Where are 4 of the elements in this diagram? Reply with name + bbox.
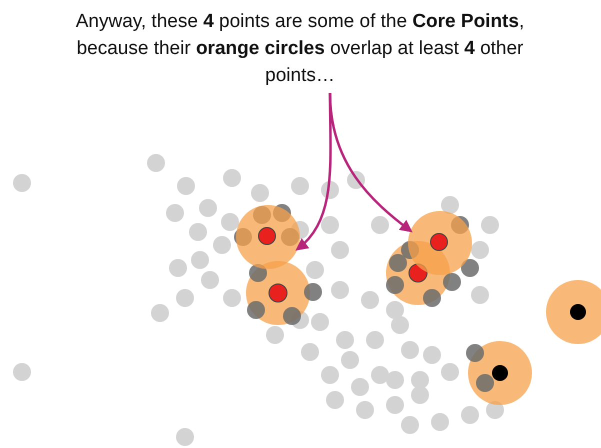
arrow [328,92,413,232]
core-point [408,211,472,275]
annotation-text: Anyway, these 4 points are some of the Core Points, because their orange circles overlap at least 4 other points… [50,8,550,89]
core-point [236,205,300,269]
